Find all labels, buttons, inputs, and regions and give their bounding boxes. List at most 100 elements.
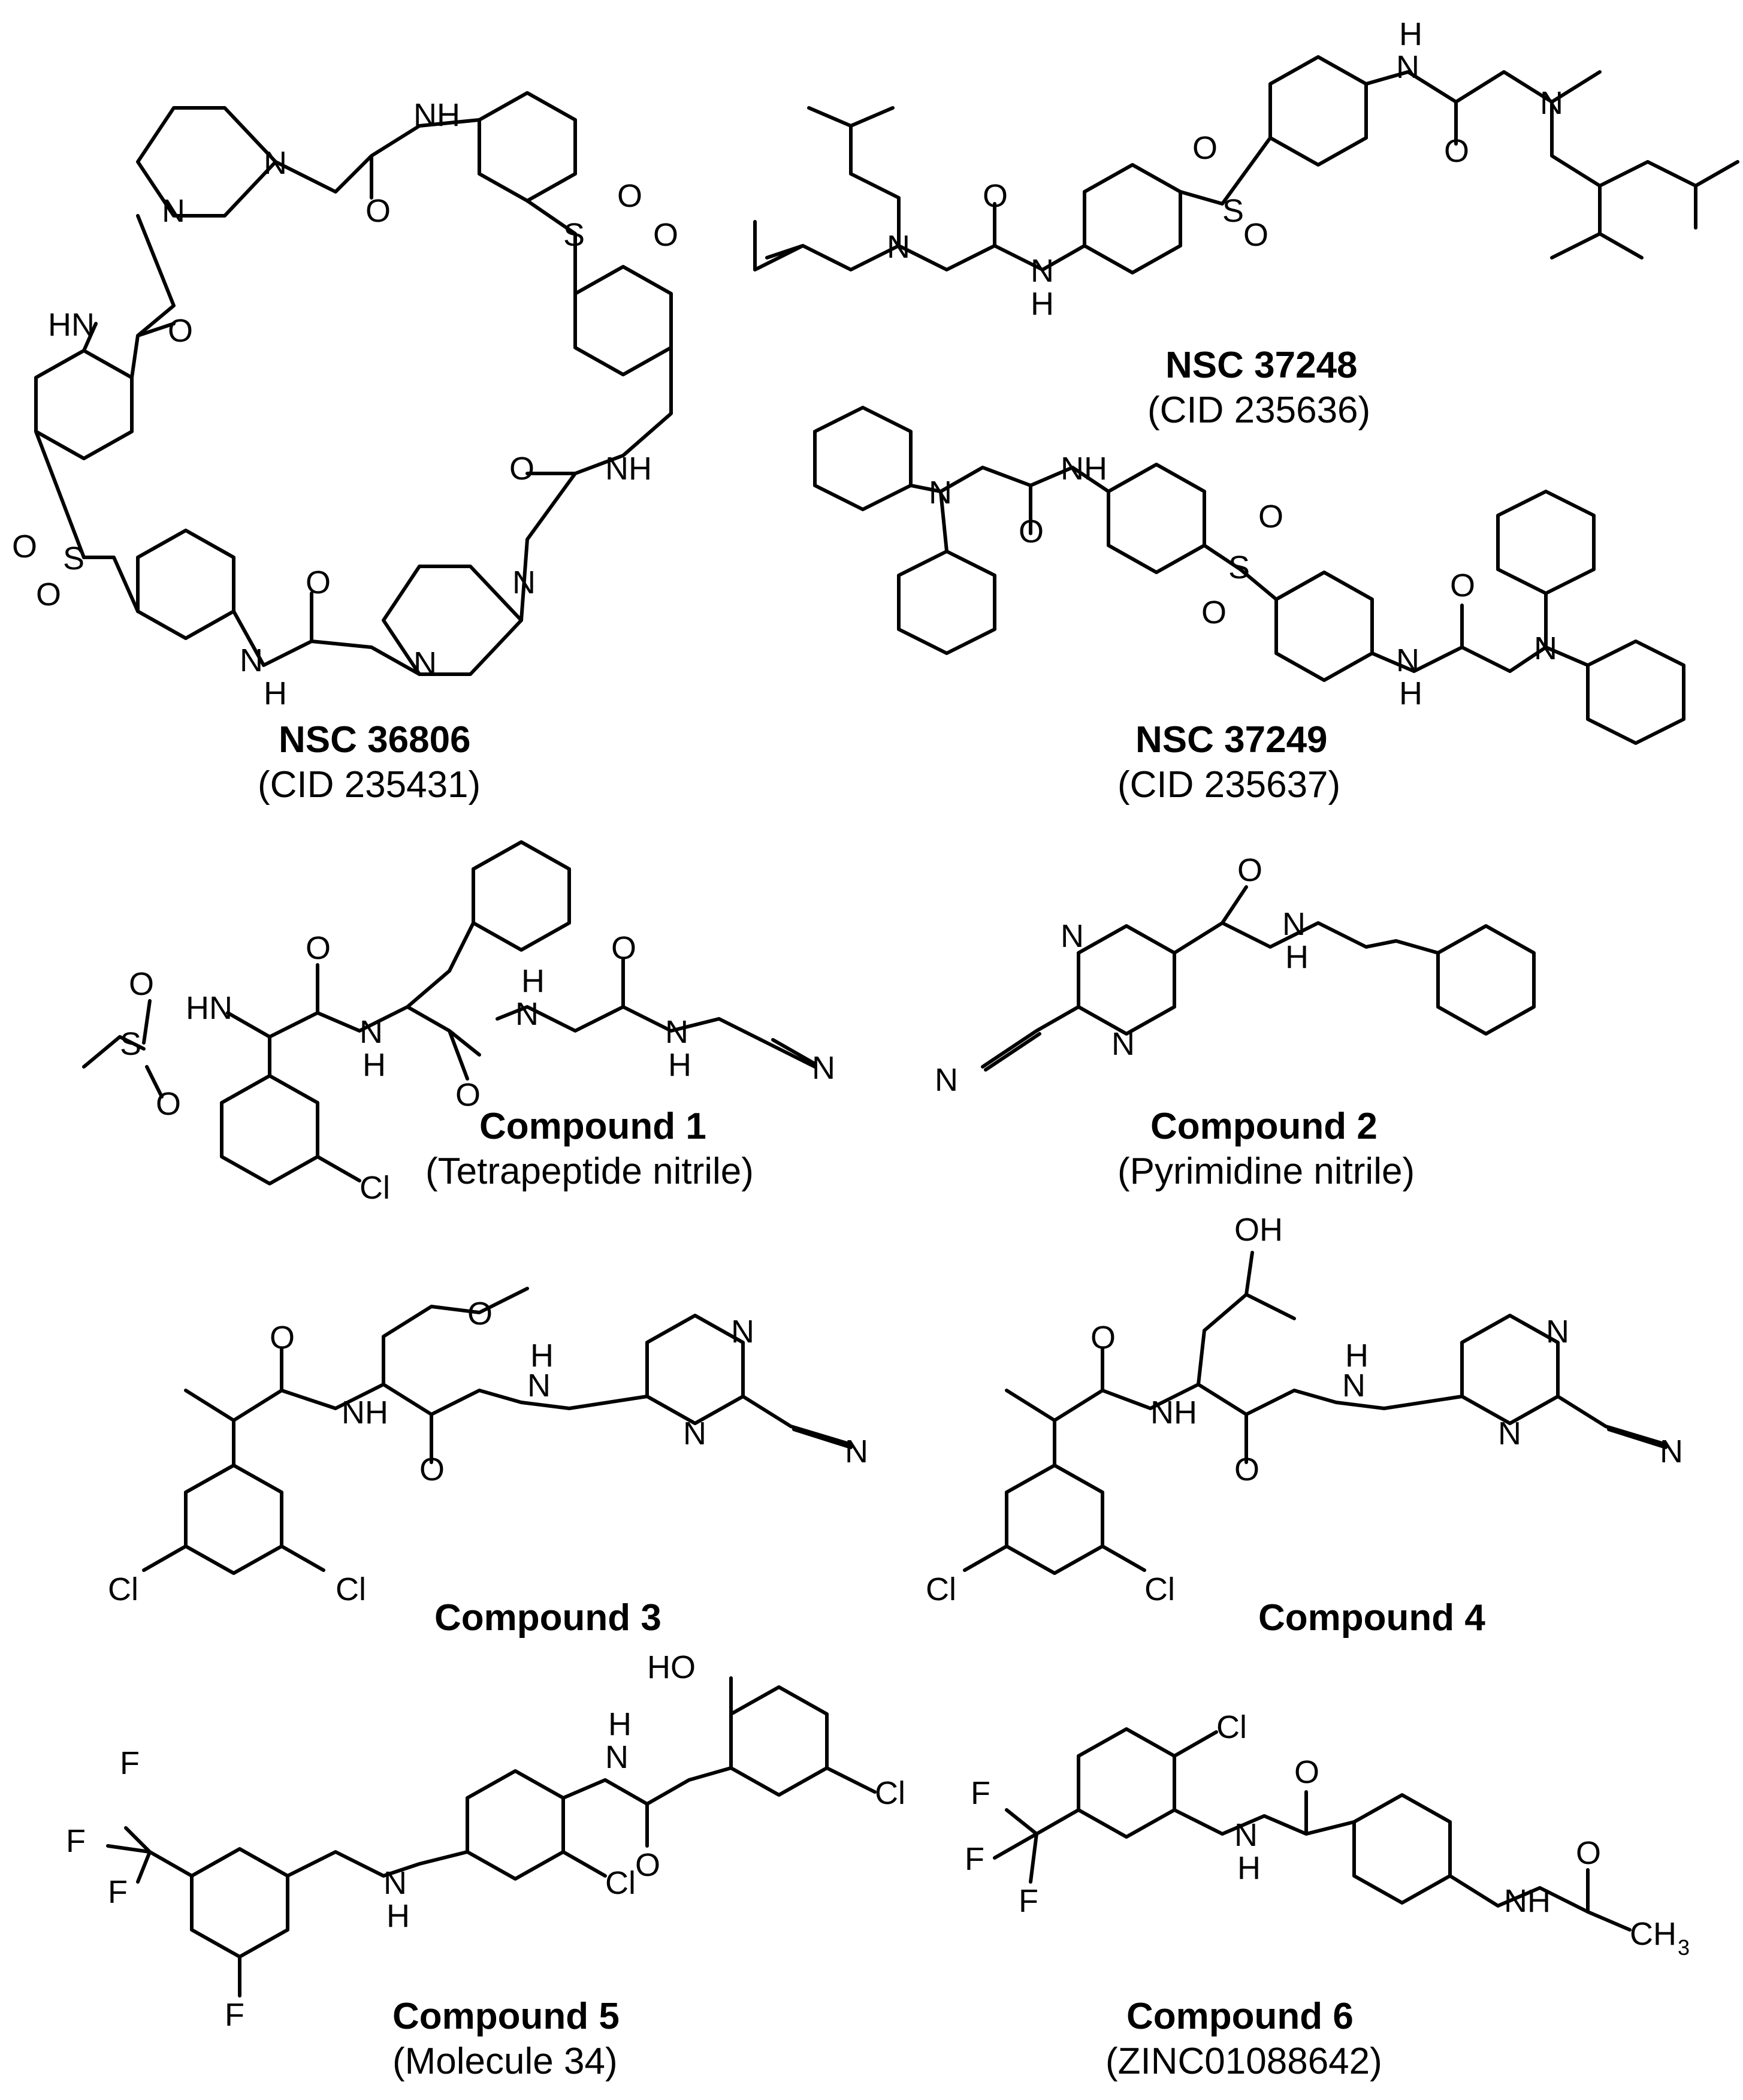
piperazine-ring-lower (382, 565, 523, 676)
chlorophenyl-ring (1077, 1727, 1176, 1839)
atom-label: H (1345, 1338, 1369, 1374)
atom-label: O (129, 966, 154, 1002)
dichlorophenyl-ring (184, 1464, 283, 1575)
atom-label: O (1201, 595, 1227, 630)
structure-nsc37248: S O O N H O N N H O N NSC 37248 (CID 235… (753, 16, 1739, 431)
atom-label: N (162, 193, 185, 229)
compound-id: (CID 235431) (258, 764, 481, 805)
atom-label: N (1498, 1416, 1521, 1452)
cyclohexane-ring (897, 550, 996, 655)
benzene-ring (478, 91, 577, 203)
compound-name: Compound 6 (1126, 1996, 1354, 2037)
pyrimidine-ring (1077, 924, 1176, 1036)
compound-name: NSC 37249 (1135, 719, 1328, 761)
atom-label: N (1342, 1368, 1366, 1404)
atom-label: H (363, 1047, 386, 1083)
compound-name: Compound 5 (392, 1996, 620, 2037)
atom-label: OH (1234, 1212, 1283, 1248)
atom-label: O (1090, 1320, 1116, 1356)
cyclohexane-ring (1496, 490, 1596, 595)
atom-label: O (1192, 130, 1218, 166)
compound-subtitle: (Pyrimidine nitrile) (1117, 1151, 1415, 1192)
structure-nsc36806: N N NH O S O O NH O N N O N H S O O HN O… (12, 91, 678, 805)
atom-label: N (1660, 1434, 1683, 1470)
atom-label: O (365, 193, 391, 229)
atom-label: O (306, 930, 331, 966)
atom-label: S (1228, 550, 1250, 586)
structure-compound-5: F F F F N H N H O HO Cl Cl Compound 5 (M… (66, 1649, 905, 2082)
structure-nsc37249: N O NH S O O N H O N NSC 37249 (CID 2356… (813, 406, 1685, 805)
benzene-ring (1083, 163, 1182, 274)
atom-label: Cl (336, 1571, 366, 1607)
atom-label: O (1258, 499, 1283, 535)
atom-label: F (971, 1775, 990, 1811)
atom-label: N (731, 1314, 754, 1350)
atom-label: N (1111, 1026, 1135, 1062)
benzene-ring (466, 1769, 565, 1881)
atom-label: NH (1061, 451, 1107, 487)
benzene-ring (1274, 571, 1374, 682)
chlorophenyl-ring (220, 1074, 319, 1185)
benzene-ring (136, 529, 235, 640)
benzene-ring (1268, 55, 1368, 167)
atom-label: N (683, 1416, 706, 1452)
atom-label: O (1444, 133, 1469, 169)
atom-label: H (530, 1338, 554, 1374)
atom-label: O (617, 178, 642, 214)
structure-compound-6: Cl F F F N H O NH O CH 3 Compound 6 (ZIN… (965, 1709, 1690, 2082)
atom-label: O (467, 1296, 493, 1332)
atom-label: O (611, 930, 636, 966)
atom-label: N (383, 1865, 407, 1901)
atom-label: N (929, 475, 952, 511)
atom-label: N (1061, 918, 1084, 954)
compound-id: (CID 235636) (1147, 390, 1370, 431)
atom-label: O (1243, 217, 1268, 253)
atom-label: NH (342, 1395, 388, 1431)
atom-label: H (264, 675, 287, 711)
atom-label: HO (647, 1649, 696, 1685)
atom-label: N (1031, 253, 1054, 289)
benzene-ring (573, 265, 673, 376)
compound-name: Compound 1 (479, 1106, 706, 1147)
atom-label: N (1234, 1817, 1258, 1853)
atom-label: Cl (875, 1775, 905, 1811)
benzene-ring (472, 840, 571, 952)
fluorophenyl-ring (190, 1847, 289, 1959)
atom-label: F (965, 1841, 984, 1877)
atom-label: HN (186, 990, 232, 1026)
atom-label: NH (413, 97, 460, 133)
atom-label: N (527, 1368, 551, 1404)
atom-label: O (1450, 568, 1475, 604)
atom-label: O (156, 1086, 181, 1122)
structure-compound-1: S O O HN O N H O N H O N H N Cl Compound… (82, 840, 835, 1206)
structure-compound-2: O N H N N N Compound 2 (Pyrimidine nitri… (935, 852, 1536, 1192)
pyrimidine-ring (645, 1314, 745, 1425)
atom-label: N (264, 145, 287, 181)
atom-label: F (66, 1823, 86, 1859)
atom-label: H (1031, 286, 1054, 322)
benzene-ring (1436, 924, 1536, 1036)
cyclohexane-ring (813, 406, 913, 511)
atom-label: Cl (108, 1571, 138, 1607)
atom-label: N (1282, 906, 1306, 942)
atom-label: O (168, 313, 193, 349)
atom-label: O (270, 1320, 295, 1356)
atom-label: H (386, 1898, 410, 1934)
atom-label: S (563, 217, 585, 253)
atom-label: NH (1150, 1395, 1197, 1431)
atom-label: F (1019, 1883, 1038, 1919)
compound-subtitle: (ZINC01088642) (1105, 2041, 1382, 2082)
atom-label: N (1540, 85, 1563, 121)
hydroxyphenyl-ring (729, 1685, 829, 1797)
atom-label: N (1396, 642, 1419, 678)
atom-label: N (605, 1739, 629, 1775)
atom-label: O (419, 1452, 445, 1487)
benzene-ring (34, 349, 134, 460)
atom-label: O (635, 1847, 660, 1883)
atom-label: O (653, 217, 678, 253)
atom-label: Cl (360, 1170, 390, 1206)
atom-label: N (413, 645, 437, 681)
atom-label: N (812, 1050, 835, 1086)
atom-label: N (240, 642, 263, 678)
